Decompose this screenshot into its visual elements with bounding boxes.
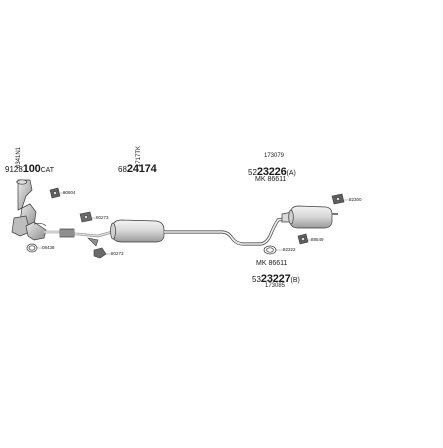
lower-part-code: 5323227(B): [252, 273, 300, 285]
front-muffler-part-code: 6824174: [118, 163, 157, 175]
clamp-80273-lower: [87, 237, 107, 259]
part-08438-label: 08438: [42, 245, 55, 250]
part-80273-lower-label: 80273: [111, 251, 124, 256]
part-82300-label: 82300: [349, 197, 362, 202]
part-82322-label: 82322: [283, 247, 296, 252]
part-80273-upper-label: 80273: [96, 215, 109, 220]
cat-part-code: 9128100CAT: [5, 163, 55, 175]
hanger-88549: [297, 233, 309, 245]
lower-bottom-label: 173085: [265, 283, 286, 289]
lower-mk-label: MK 86611: [256, 260, 288, 267]
leader-lines: [37, 192, 350, 255]
part-88549-label: 88549: [311, 237, 324, 242]
part-80804-label: 80804: [63, 190, 76, 195]
ring-82322: [263, 245, 277, 255]
rear-top-label: 173079: [264, 153, 285, 159]
rear-part-code: 5223226(A): [248, 166, 296, 178]
hanger-80273-upper: [79, 211, 93, 223]
catalytic-converter: [11, 179, 47, 241]
front-pipe: [44, 228, 113, 238]
rear-muffler: [281, 205, 338, 229]
hanger-80804: [49, 187, 61, 199]
gasket-08438: [26, 243, 38, 253]
middle-pipe: [164, 216, 291, 246]
hanger-82300: [331, 193, 345, 205]
rear-mk-label: MK 86611: [255, 176, 287, 183]
front-muffler: [110, 219, 165, 243]
